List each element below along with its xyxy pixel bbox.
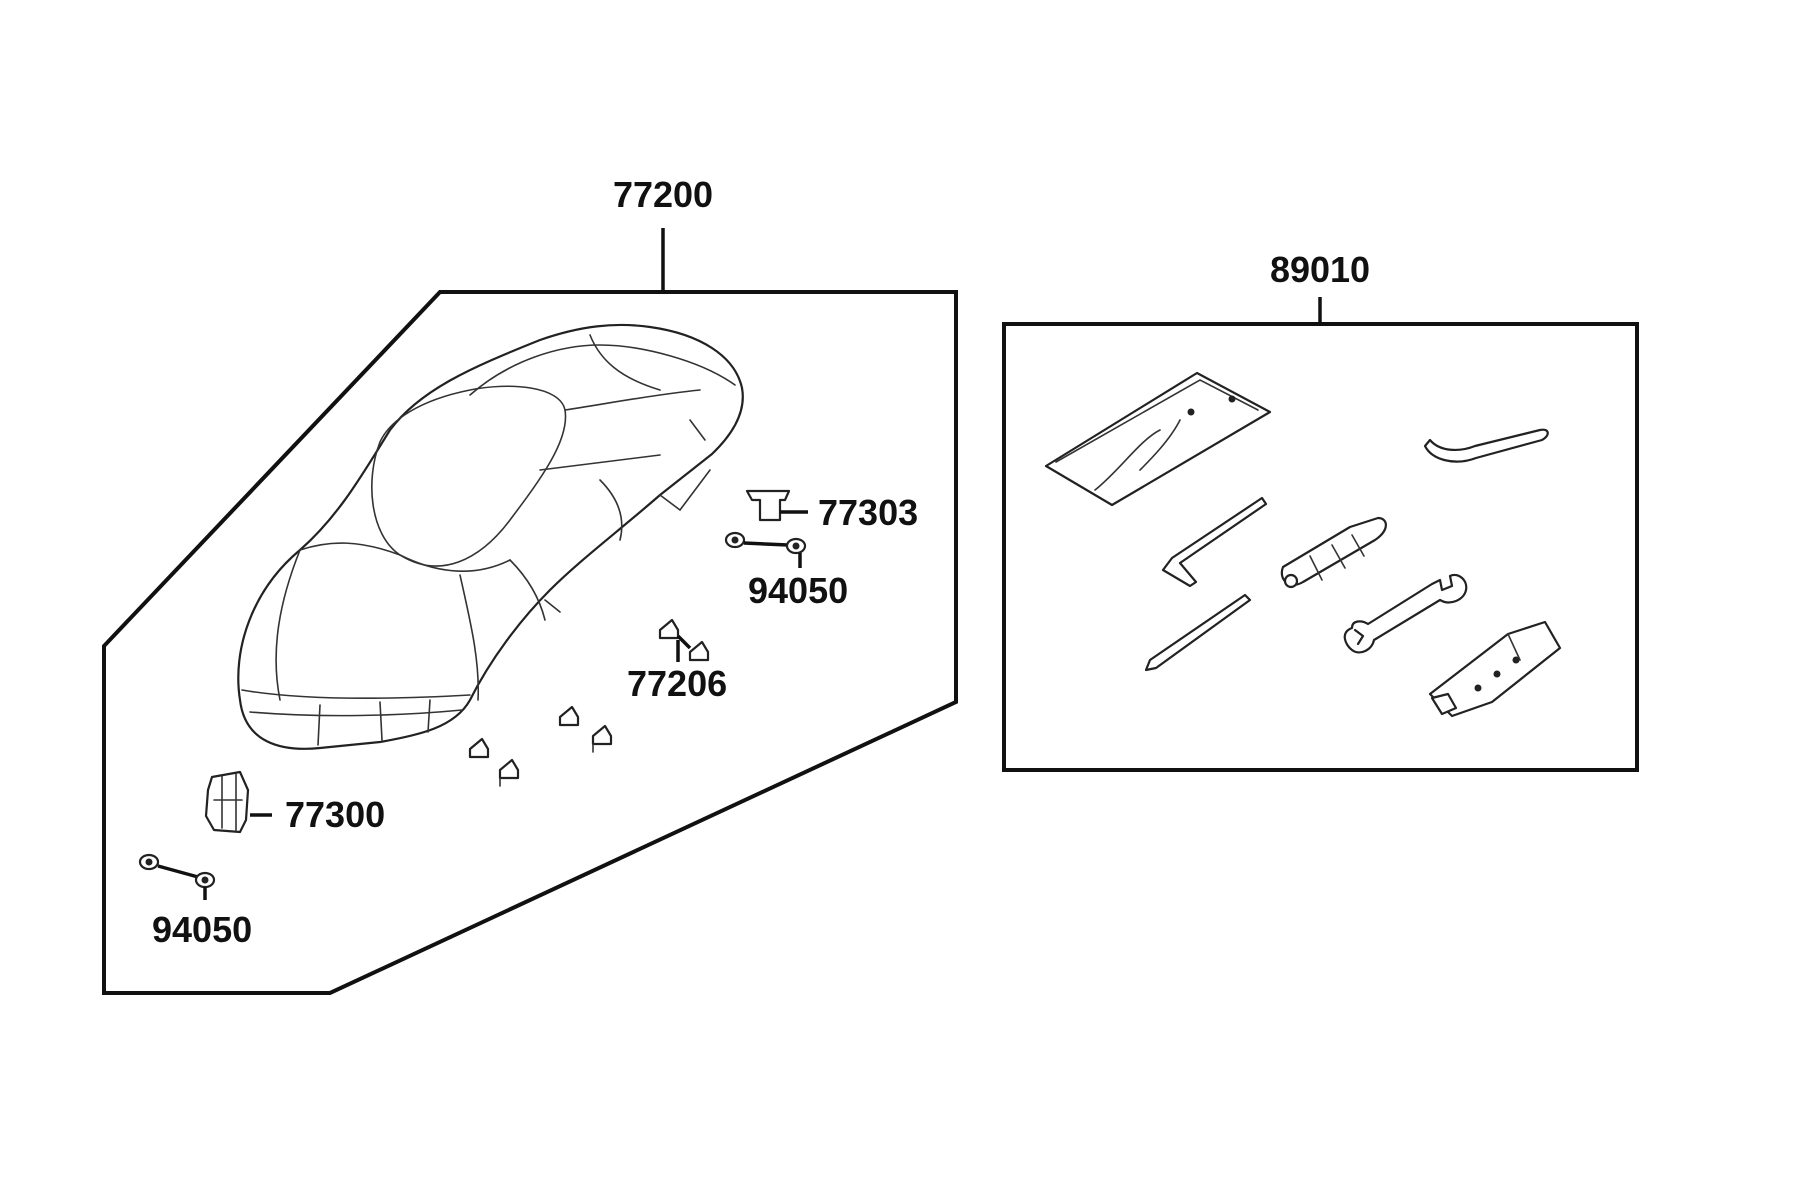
bolt-94050-lower: 94050 bbox=[138, 853, 252, 950]
hex-key bbox=[1161, 496, 1268, 588]
clip-77206-callout: 77206 bbox=[627, 663, 727, 704]
seat-assembly-callout: 77200 bbox=[613, 174, 713, 215]
hinge-77300: 77300 bbox=[204, 770, 385, 835]
hook-spanner bbox=[1423, 428, 1549, 463]
bolt-94050-lower-callout: 94050 bbox=[152, 909, 252, 950]
clips-77206: 77206 bbox=[468, 618, 727, 787]
hinge-77300-callout: 77300 bbox=[285, 794, 385, 835]
tool-kit-group: 89010 bbox=[1002, 249, 1639, 772]
bracket-77303-callout: 77303 bbox=[818, 492, 918, 533]
seat-assembly-frame bbox=[102, 290, 958, 995]
box-spanner bbox=[1428, 620, 1562, 718]
bracket-77303: 77303 bbox=[745, 489, 918, 533]
tool-bag bbox=[1044, 371, 1272, 507]
bolt-94050-upper-callout: 94050 bbox=[748, 570, 848, 611]
bolt-94050-upper: 94050 bbox=[724, 531, 848, 611]
tool-kit-callout: 89010 bbox=[1270, 249, 1370, 290]
seat-drawing bbox=[237, 323, 744, 750]
screwdriver-bit bbox=[1144, 593, 1252, 672]
screwdriver-handle bbox=[1280, 516, 1387, 589]
open-end-wrench bbox=[1343, 573, 1468, 654]
seat-assembly-group: 77200 bbox=[102, 174, 958, 995]
